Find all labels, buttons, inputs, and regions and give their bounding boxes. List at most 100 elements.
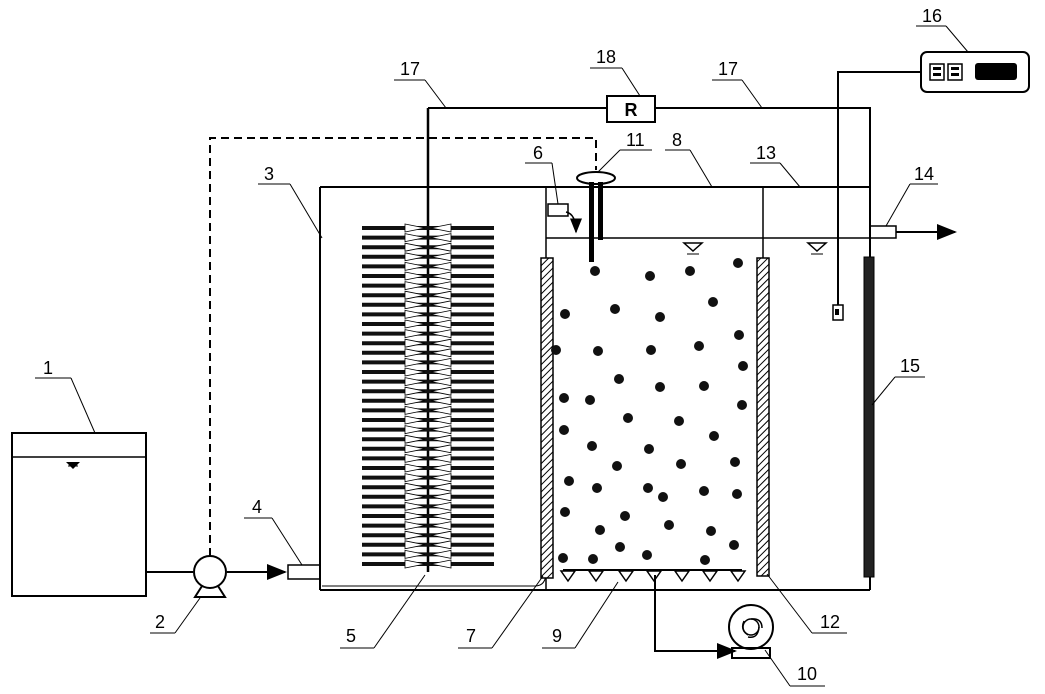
brush-tip xyxy=(430,252,452,262)
callout-7: 7 xyxy=(466,626,476,646)
brush-tip xyxy=(404,357,426,367)
brush-tip xyxy=(430,377,452,387)
carrier-particle xyxy=(551,345,561,355)
diffuser-nozzle xyxy=(701,570,719,583)
monitor-probe xyxy=(832,71,921,321)
carrier-particle xyxy=(655,312,665,322)
brush-tip xyxy=(430,300,452,310)
brush-tip xyxy=(430,473,452,483)
brush-tip xyxy=(404,309,426,319)
callout-8: 8 xyxy=(672,130,682,150)
brush-tip xyxy=(430,281,452,291)
brush-tip xyxy=(404,233,426,243)
carrier-particle xyxy=(737,400,747,410)
carrier-particle xyxy=(729,540,739,550)
diffuser-nozzle xyxy=(587,570,605,583)
carrier-particle xyxy=(560,507,570,517)
brush-tip xyxy=(404,261,426,271)
brush-tip xyxy=(404,242,426,252)
brush-tip xyxy=(430,549,452,559)
brush-tip xyxy=(404,348,426,358)
carrier-particle xyxy=(730,457,740,467)
brush-tip xyxy=(404,377,426,387)
carrier-particle xyxy=(593,346,603,356)
brush-tip xyxy=(404,415,426,425)
resistor-symbol: R xyxy=(625,100,638,120)
carrier-particle xyxy=(643,483,653,493)
brush-tip xyxy=(430,329,452,339)
brush-tip xyxy=(404,329,426,339)
brush-tip xyxy=(404,338,426,348)
callout-15: 15 xyxy=(900,356,920,376)
carrier-particle xyxy=(559,425,569,435)
callout-17-right: 17 xyxy=(718,59,738,79)
brush-electrode xyxy=(362,108,494,572)
brush-tip xyxy=(430,492,452,502)
monitor-device xyxy=(920,51,1030,93)
carrier-particle xyxy=(592,483,602,493)
carrier-particle xyxy=(708,297,718,307)
carrier-particle xyxy=(615,542,625,552)
brush-tip xyxy=(404,453,426,463)
brush-tip xyxy=(404,367,426,377)
carrier-particle xyxy=(560,309,570,319)
carrier-particle xyxy=(694,341,704,351)
carrier-particle xyxy=(644,444,654,454)
brush-tip xyxy=(430,290,452,300)
carrier-particle xyxy=(738,361,748,371)
brush-tip xyxy=(430,223,452,233)
brush-tip xyxy=(430,425,452,435)
carrier-particle xyxy=(620,511,630,521)
diffuser-nozzle xyxy=(729,570,747,583)
carrier-particle xyxy=(564,476,574,486)
carrier-particle xyxy=(676,459,686,469)
carrier-particle xyxy=(699,486,709,496)
carrier-particle xyxy=(733,258,743,268)
brush-tip xyxy=(404,444,426,454)
brush-tip xyxy=(430,319,452,329)
carrier-particle xyxy=(558,553,568,563)
brush-tip xyxy=(430,444,452,454)
brush-tip xyxy=(404,530,426,540)
carrier-particle xyxy=(664,520,674,530)
carrier-particle xyxy=(585,395,595,405)
callout-9: 9 xyxy=(552,626,562,646)
brush-tip xyxy=(404,290,426,300)
carrier-particle xyxy=(699,381,709,391)
callouts: 1 2 3 4 5 6 7 8 9 10 11 12 13 14 15 16 1 xyxy=(35,6,969,687)
brush-tip xyxy=(430,559,452,569)
brush-tip xyxy=(430,453,452,463)
cathode-rod xyxy=(863,256,875,578)
brush-tip xyxy=(430,530,452,540)
diffuser-nozzle xyxy=(673,570,691,583)
brush-tip xyxy=(430,357,452,367)
recirculation-line xyxy=(209,137,597,556)
carrier-particle xyxy=(706,526,716,536)
brush-tip xyxy=(404,405,426,415)
overflow-inlet xyxy=(547,203,582,234)
right-membrane-panel xyxy=(756,257,770,577)
brush-tip xyxy=(430,463,452,473)
brush-tip xyxy=(430,511,452,521)
brush-tip xyxy=(404,482,426,492)
carrier-particles xyxy=(551,258,748,565)
callout-12: 12 xyxy=(820,612,840,632)
brush-tip xyxy=(404,319,426,329)
brush-tip xyxy=(404,300,426,310)
carrier-particle xyxy=(709,431,719,441)
brush-tip xyxy=(430,521,452,531)
carrier-particle xyxy=(590,266,600,276)
carrier-particle xyxy=(700,555,710,565)
callout-16: 16 xyxy=(922,6,942,26)
carrier-particle xyxy=(642,550,652,560)
brush-tip xyxy=(404,425,426,435)
brush-tip xyxy=(404,281,426,291)
callout-2: 2 xyxy=(155,612,165,632)
brush-tip xyxy=(430,540,452,550)
brush-tip xyxy=(404,473,426,483)
brush-tip xyxy=(404,223,426,233)
carrier-particle xyxy=(595,525,605,535)
air-line xyxy=(654,575,737,659)
feed-tank xyxy=(11,432,147,597)
